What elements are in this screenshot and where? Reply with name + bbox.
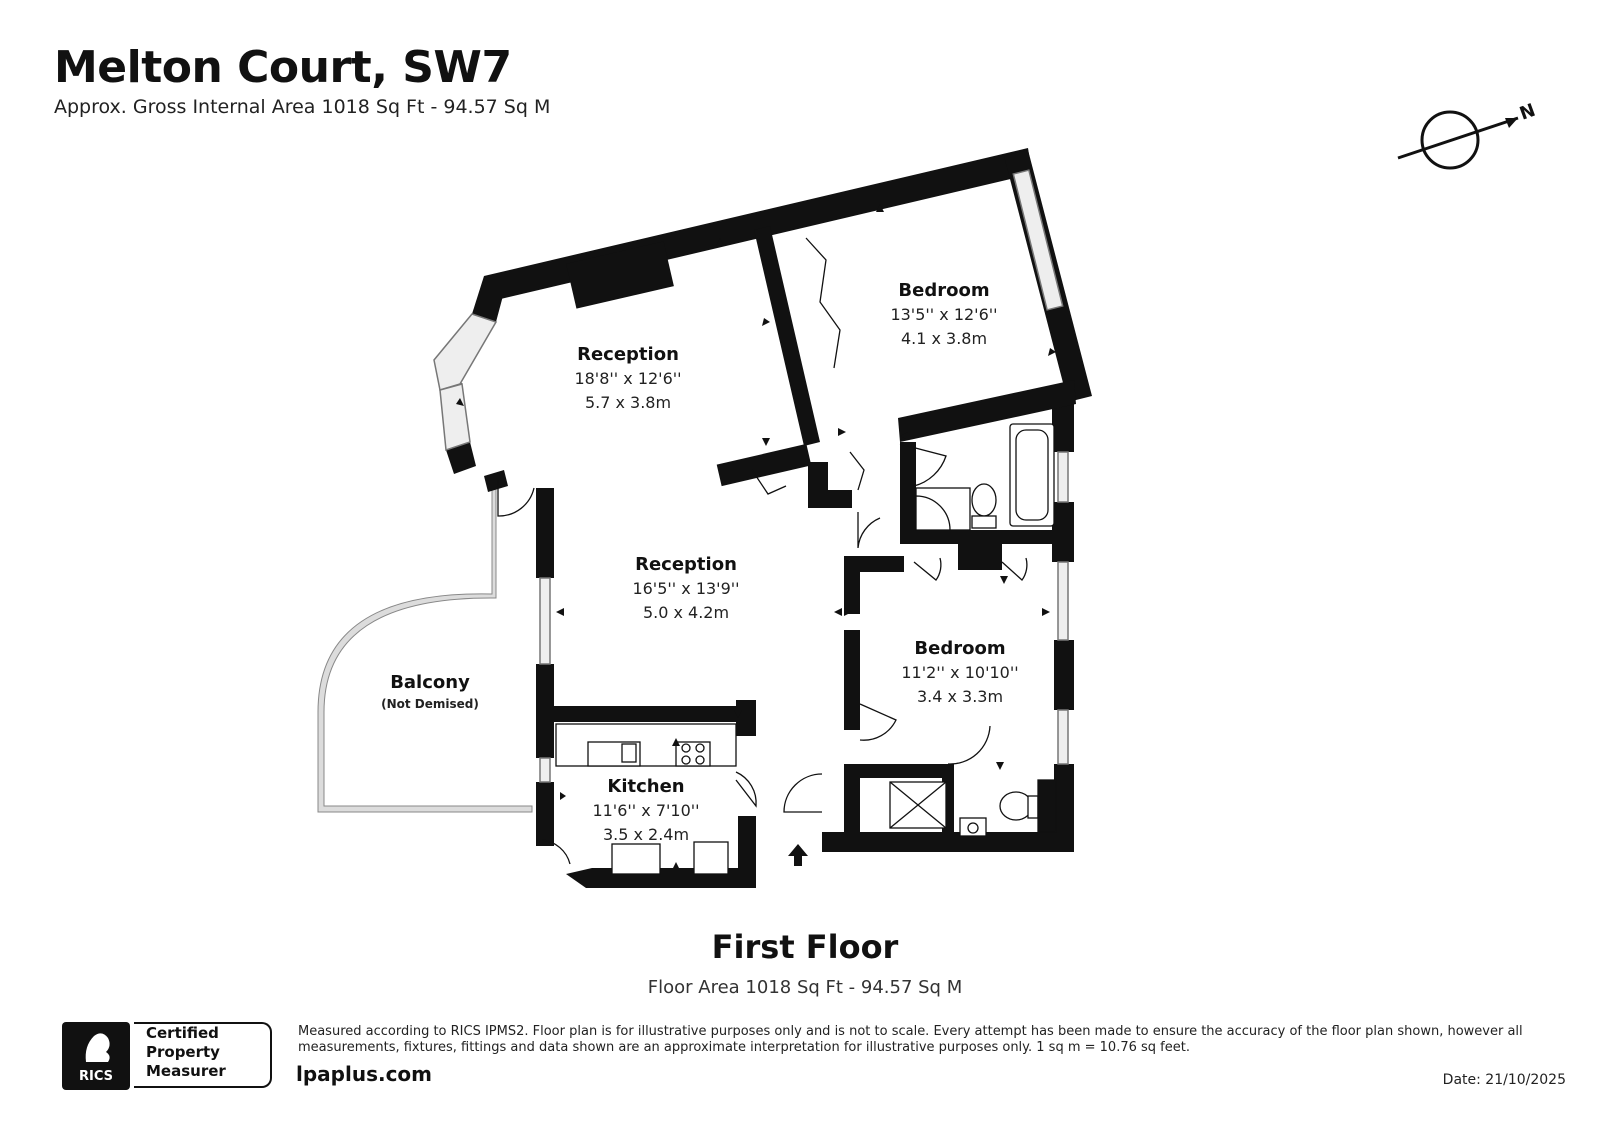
bay-windows: [433, 169, 1069, 783]
bathroom-fixtures: [889, 423, 1057, 837]
room-labels: Reception 18'8'' x 12'6'' 5.7 x 3.8m Bed…: [381, 280, 1019, 844]
bedroom-1-name: Bedroom: [898, 280, 989, 301]
bedroom-2-imperial: 11'2'' x 10'10'': [901, 663, 1018, 682]
lion-icon: [85, 1033, 110, 1062]
reception-1-imperial: 18'8'' x 12'6'': [574, 369, 681, 388]
bedroom-2-metric: 3.4 x 3.3m: [917, 687, 1003, 706]
bedroom-1-metric: 4.1 x 3.8m: [901, 329, 987, 348]
bedroom-1-imperial: 13'5'' x 12'6'': [890, 305, 997, 324]
certified-line-3: Measurer: [146, 1062, 226, 1080]
certified-line-1: Certified: [146, 1024, 219, 1042]
reception-1-name: Reception: [577, 344, 679, 365]
floor-title: First Floor: [711, 928, 899, 966]
window-markers: [456, 204, 1056, 870]
wardrobe-doors: [751, 237, 865, 495]
kitchen-name: Kitchen: [607, 776, 684, 797]
internal-walls: [554, 226, 1076, 832]
doors: [497, 443, 1028, 865]
balcony-area: [317, 479, 533, 813]
plan-date: Date: 21/10/2025: [1442, 1072, 1566, 1088]
compass-icon: N: [1397, 100, 1538, 170]
balcony-name: Balcony: [390, 672, 470, 693]
reception-2-imperial: 16'5'' x 13'9'': [632, 579, 739, 598]
floor-area: Floor Area 1018 Sq Ft - 94.57 Sq M: [647, 977, 963, 998]
kitchen-imperial: 11'6'' x 7'10'': [592, 801, 699, 820]
website-link[interactable]: lpaplus.com: [296, 1062, 433, 1086]
rics-logo-text: RICS: [79, 1069, 113, 1084]
kitchen-fixtures: [555, 723, 737, 875]
certified-badge: Certified Property Measurer: [134, 1022, 272, 1088]
entrance-arrow-icon: [788, 844, 808, 866]
reception-2-metric: 5.0 x 4.2m: [643, 603, 729, 622]
disclaimer-text: Measured according to RICS IPMS2. Floor …: [298, 1024, 1523, 1055]
bedroom-2-name: Bedroom: [914, 638, 1005, 659]
balcony-note: (Not Demised): [381, 697, 479, 711]
rics-logo: RICS: [62, 1022, 130, 1090]
page-title: Melton Court, SW7: [54, 42, 512, 93]
page-subtitle: Approx. Gross Internal Area 1018 Sq Ft -…: [54, 96, 551, 118]
reception-1-metric: 5.7 x 3.8m: [585, 393, 671, 412]
reception-2-name: Reception: [635, 554, 737, 575]
kitchen-metric: 3.5 x 2.4m: [603, 825, 689, 844]
certified-line-2: Property: [146, 1043, 220, 1061]
compass-north-label: N: [1517, 100, 1538, 125]
